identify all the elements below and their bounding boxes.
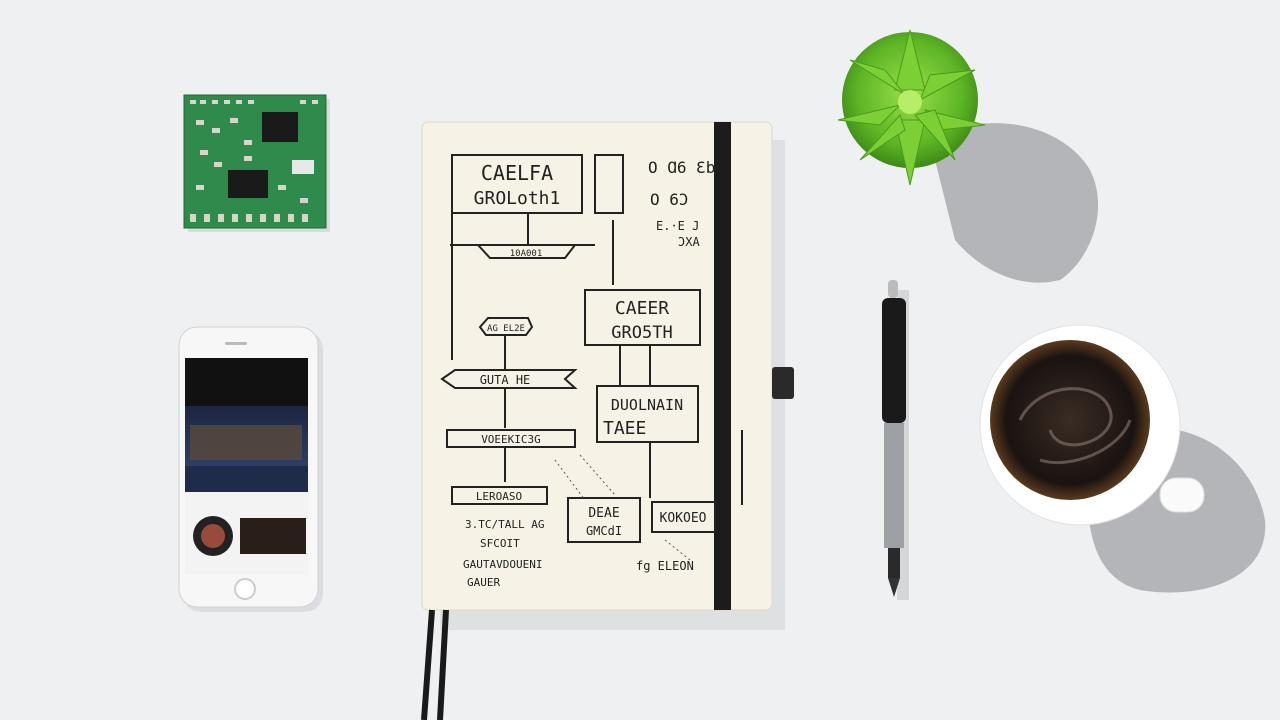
home-button — [234, 578, 256, 600]
speaker — [225, 342, 247, 345]
chip — [228, 170, 268, 198]
deae-box-line1: DEAE — [588, 506, 619, 521]
note-line: GAUER — [467, 576, 500, 589]
career-box-line1: CAEER — [615, 298, 669, 319]
cup-handle — [1159, 477, 1205, 513]
kokoe-box: KOKOEO — [660, 511, 707, 526]
deae-box-line2: GMCdI — [586, 524, 622, 538]
note-line: GAUTAVDOUENI — [463, 558, 542, 571]
tag-label: VOEEKIC3G — [481, 433, 541, 446]
coffee — [990, 340, 1150, 500]
side-note: O 6Ɔ — [650, 190, 689, 209]
tag-label-2: LEROASO — [476, 490, 522, 503]
box-title-line2: GROLoth1 — [474, 188, 561, 209]
smartphone — [178, 326, 323, 612]
hex-label: AG EL2E — [487, 324, 525, 334]
pen — [882, 280, 909, 600]
elastic-band — [714, 122, 731, 610]
dual-box-line2: TAEE — [603, 418, 646, 439]
notebook: CAELFA GROLoth1 O Ɑ6 Ɛb O 6Ɔ E.·E J ƆXA … — [421, 121, 794, 720]
dual-box-line1: DUOLNAIN — [611, 396, 683, 414]
steam — [1018, 387, 1132, 465]
plant-shadow — [930, 123, 1099, 283]
chip — [262, 112, 298, 142]
career-box-line2: GRO5TH — [611, 323, 672, 343]
ribbon-bookmark — [421, 609, 449, 720]
side-note: O Ɑ6 Ɛb — [648, 158, 715, 177]
coffee-cup — [979, 324, 1266, 593]
pen-loop — [772, 367, 794, 399]
note-right: fg ELEON — [636, 559, 694, 573]
box-title-line1: CAELFA — [481, 161, 553, 185]
side-note: E.·E J — [656, 219, 699, 233]
side-note: ƆXA — [678, 235, 700, 249]
note-line: 3.TC/TALL AG — [465, 518, 544, 531]
banner-label: 10A001 — [510, 249, 543, 259]
succulent-plant — [837, 29, 1099, 283]
note-line: SFCOIT — [480, 537, 520, 550]
circuit-board — [183, 94, 330, 232]
arrow-label: GUTA HE — [480, 373, 531, 387]
